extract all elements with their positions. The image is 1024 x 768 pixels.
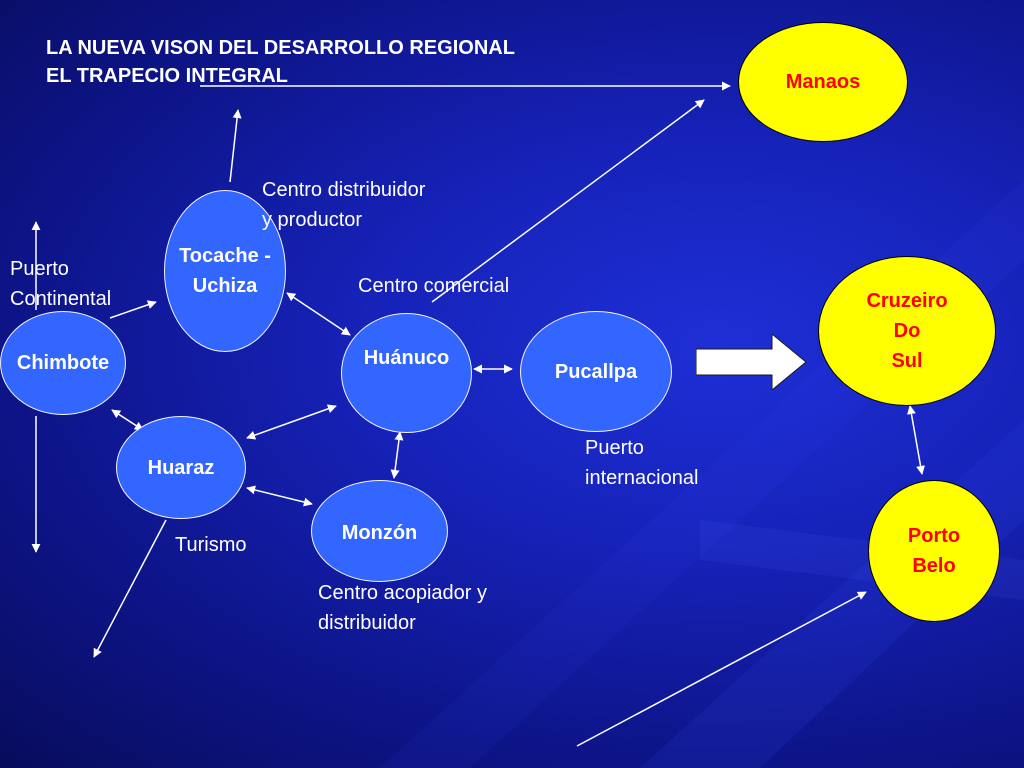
node-pucallpa: Pucallpa — [520, 311, 672, 432]
node-cruzeiro-do-sul: Cruzeiro Do Sul — [818, 256, 996, 406]
arrow-tocache-up — [229, 109, 242, 183]
node-huanuco: Huánuco — [341, 313, 472, 433]
node-monzon: Monzón — [311, 480, 448, 582]
title-line-1: LA NUEVA VISON DEL DESARROLLO REGIONAL — [46, 37, 515, 59]
arrow-huaraz-monzon — [246, 485, 313, 507]
node-huaraz: Huaraz — [116, 416, 246, 519]
arrow-tocache-huanuco — [286, 292, 351, 336]
arrow-huanuco-to-manaos — [431, 99, 705, 303]
block-arrow-icon — [696, 334, 807, 390]
arrow-cruzeiro-portobelo — [906, 405, 926, 475]
label-centro-distribuidor: Centro distribuidor y productor — [262, 179, 426, 231]
label-centro-acopiador: Centro acopiador y distribuidor — [318, 582, 487, 634]
node-tocache-uchiza: Tocache - Uchiza — [164, 190, 286, 352]
label-puerto-continental: Puerto Continental — [10, 258, 112, 310]
arrow-huanuco-monzon — [390, 431, 404, 479]
arrow-chimbote-huaraz — [111, 409, 144, 431]
arrow-to-portobelo — [576, 591, 867, 747]
label-puerto-internacional: Puerto internacional — [585, 437, 699, 489]
arrow-huaraz-huanuco — [246, 404, 337, 440]
node-porto-belo: Porto Belo — [868, 480, 1000, 622]
label-centro-comercial: Centro comercial — [358, 275, 510, 297]
node-manaos: Manaos — [738, 22, 908, 142]
slide-title: LA NUEVA VISON DEL DESARROLLO REGIONAL E… — [46, 34, 515, 90]
node-chimbote: Chimbote — [0, 311, 126, 415]
arrow-huaraz-down — [93, 519, 167, 658]
arrow-chimbote-to-tocache — [109, 300, 157, 319]
label-turismo: Turismo — [175, 534, 247, 556]
title-line-2: EL TRAPECIO INTEGRAL — [46, 65, 288, 87]
